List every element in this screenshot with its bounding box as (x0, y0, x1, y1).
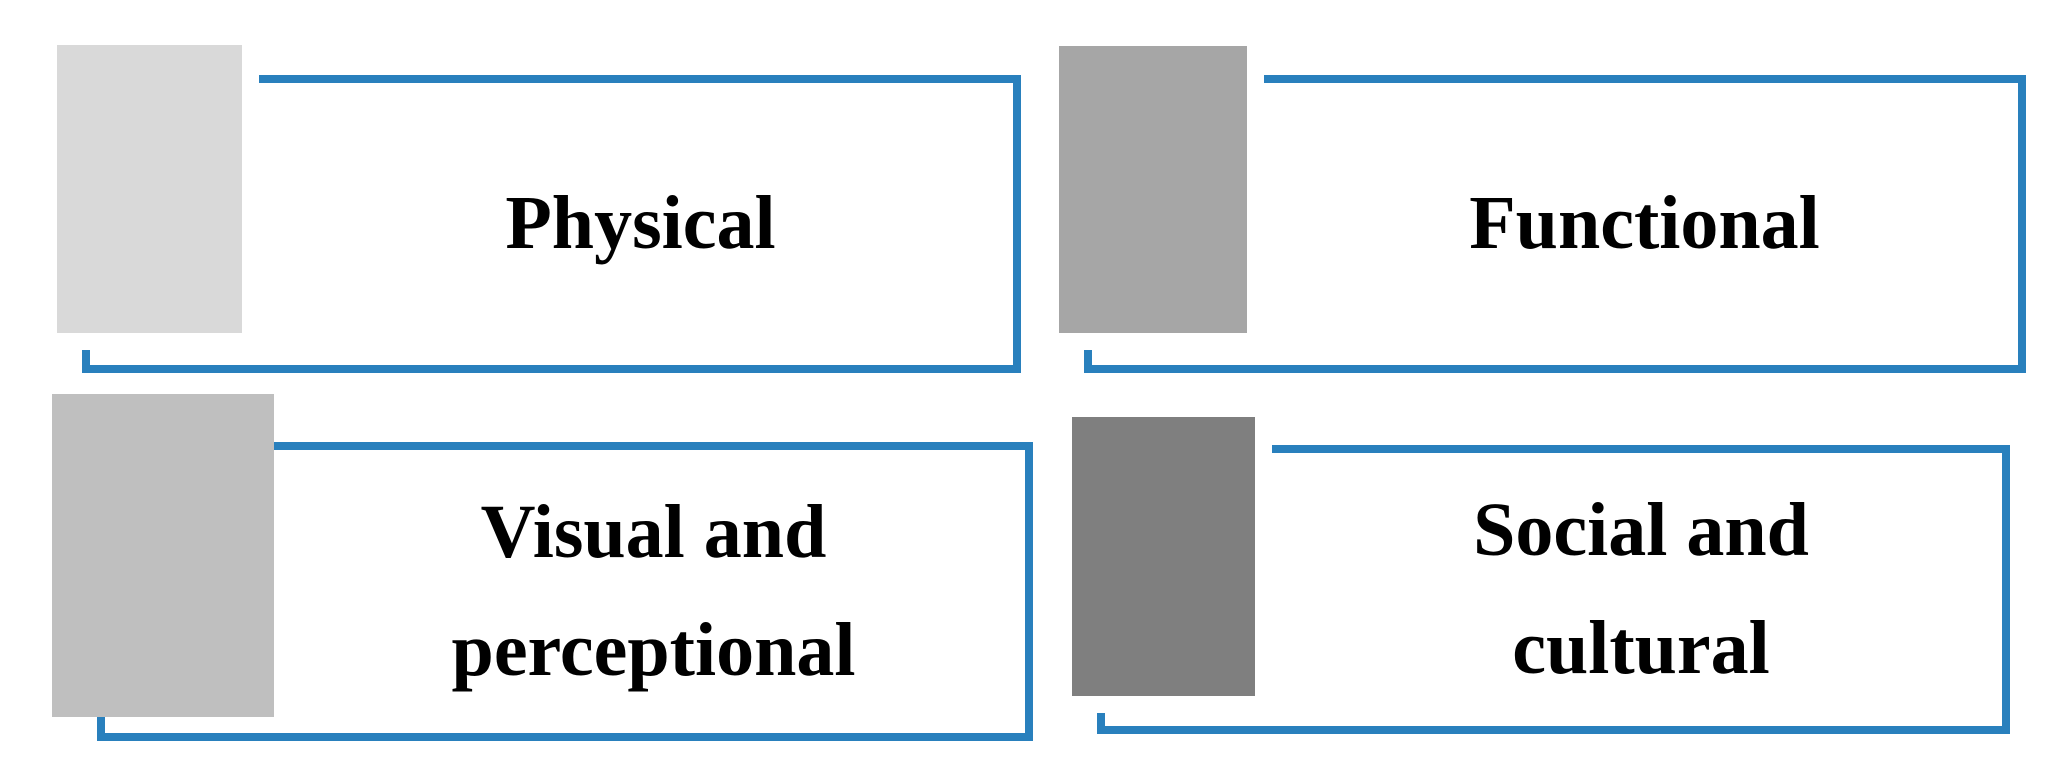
block-label: Social and cultural (1473, 487, 1809, 690)
block-label: Physical (505, 181, 776, 266)
block-label-area: Visual and perceptional (274, 442, 1033, 741)
block-label-area: Social and cultural (1272, 445, 2010, 734)
block-accent-rect (52, 394, 274, 717)
block-accent-rect (40, 28, 259, 350)
block-label-area: Physical (260, 75, 1021, 373)
block-label-area: Functional (1263, 75, 2026, 373)
block-accent-rect (1042, 29, 1264, 350)
block-label: Visual and perceptional (451, 489, 856, 692)
block-accent-rect (1055, 400, 1272, 713)
block-label: Functional (1469, 181, 1820, 266)
